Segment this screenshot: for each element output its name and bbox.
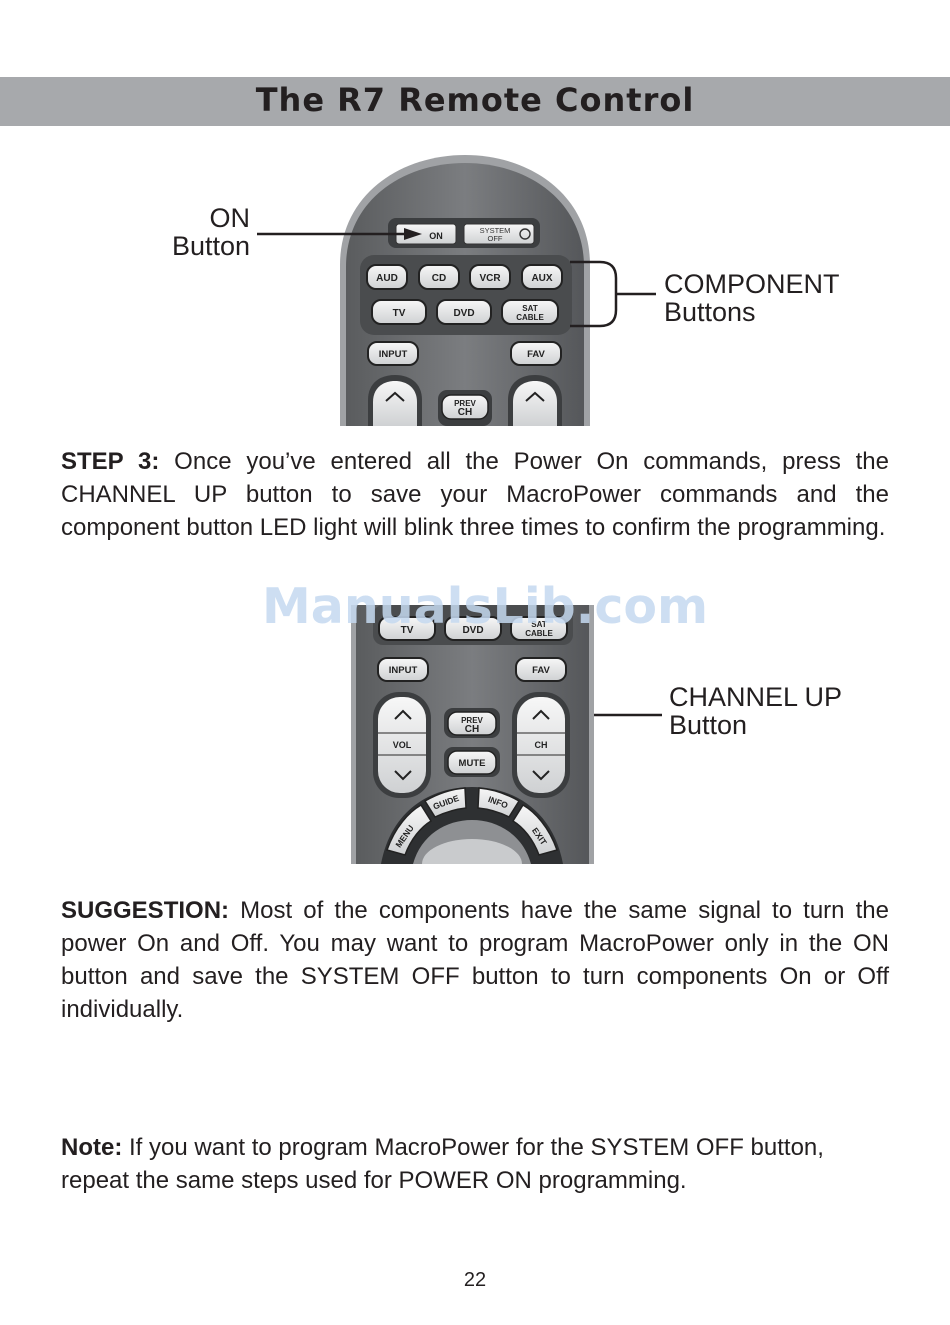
- callout-on-button: ON Button: [120, 204, 250, 260]
- prev-ch-label-line1: PREV: [454, 399, 476, 408]
- dvd-button-label-2: DVD: [462, 625, 483, 636]
- watermark: ManualsLib.com: [262, 578, 709, 635]
- remote-figure-top: ON SYSTEM OFF AUD CD VCR AUX TV DVD SAT …: [340, 155, 590, 426]
- sat-cable-label-line1: SAT: [522, 304, 538, 313]
- callout-component-line2: Buttons: [664, 297, 756, 327]
- suggestion-label: SUGGESTION:: [61, 897, 230, 924]
- ch-label: CH: [535, 740, 548, 750]
- aux-button-label: AUX: [531, 273, 552, 284]
- cd-button-label: CD: [432, 273, 446, 284]
- note-label: Note:: [61, 1134, 123, 1161]
- prev-ch-label-2-line1: PREV: [461, 716, 483, 725]
- note-text: If you want to program MacroPower for th…: [61, 1134, 824, 1194]
- dvd-button-label: DVD: [453, 308, 474, 319]
- fav-button-label-2: FAV: [532, 665, 550, 676]
- page-number: 22: [463, 1269, 487, 1291]
- callout-on-line2: Button: [171, 231, 250, 261]
- prev-ch-label-line2: CH: [458, 407, 472, 418]
- callout-channel-up-line2: Button: [669, 710, 748, 740]
- prev-ch-label-2-line2: CH: [465, 724, 479, 735]
- system-off-label-line1: SYSTEM: [480, 226, 511, 235]
- callout-component-line1: COMPONENT: [664, 269, 840, 299]
- page-title: The R7 Remote Control: [255, 81, 695, 119]
- tv-button-label-2: TV: [401, 625, 414, 636]
- suggestion-text: Most of the components have the same sig…: [61, 897, 889, 1023]
- vol-label: VOL: [393, 740, 412, 750]
- component-buttons-group: [366, 264, 563, 325]
- step3-paragraph: STEP 3: Once you’ve entered all the Powe…: [61, 445, 889, 544]
- aud-button-label: AUD: [376, 273, 398, 284]
- sat-cable-label-2-line2: CABLE: [525, 629, 553, 638]
- callout-component-buttons: COMPONENT Buttons: [664, 270, 840, 326]
- title-bar: [0, 77, 950, 126]
- system-off-label-line2: OFF: [488, 234, 503, 243]
- remote-middle-illustration: TV DVD SAT CABLE INPUT FAV VOL CH PREV C…: [351, 605, 594, 864]
- on-button-label: ON: [429, 231, 443, 241]
- callout-channel-up-line1: CHANNEL UP: [669, 682, 843, 712]
- remote-top-illustration: ON SYSTEM OFF AUD CD VCR AUX TV DVD SAT …: [340, 155, 590, 426]
- fav-button-label: FAV: [527, 349, 545, 360]
- input-button-label: INPUT: [379, 349, 408, 360]
- sat-cable-label-line2: CABLE: [516, 313, 544, 322]
- step3-text: Once you’ve entered all the Power On com…: [61, 448, 889, 541]
- tv-button-label: TV: [393, 308, 406, 319]
- input-button-label-2: INPUT: [389, 665, 418, 676]
- note-paragraph: Note: If you want to program MacroPower …: [61, 1131, 893, 1197]
- step3-label: STEP 3:: [61, 448, 160, 475]
- remote-figure-middle: TV DVD SAT CABLE INPUT FAV VOL CH PREV C…: [351, 605, 594, 864]
- mute-button-label: MUTE: [459, 758, 486, 769]
- callout-on-line1: ON: [209, 203, 251, 233]
- vcr-button-label: VCR: [479, 273, 501, 284]
- suggestion-paragraph: SUGGESTION: Most of the components have …: [61, 894, 889, 1026]
- callout-channel-up-button: CHANNEL UP Button: [669, 683, 842, 739]
- sat-cable-label-2-line1: SAT: [531, 620, 547, 629]
